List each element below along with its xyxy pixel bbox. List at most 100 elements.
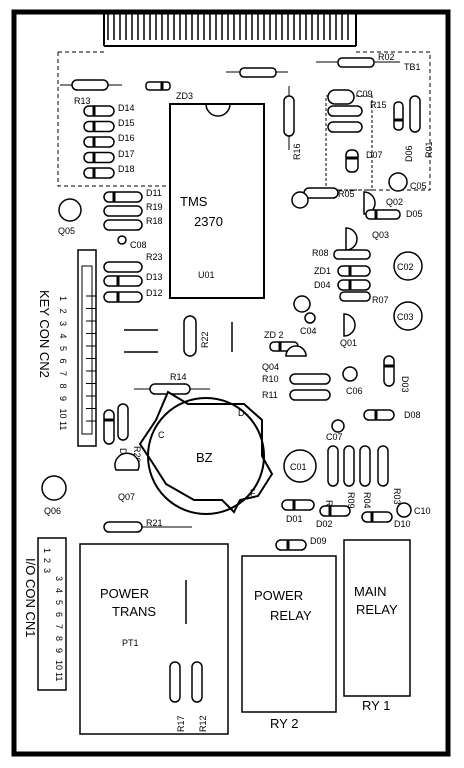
ic-part: 2370 (194, 214, 223, 229)
label-d15: D15 (118, 118, 135, 128)
transistor-top-r07 (293, 295, 311, 313)
main-relay-line1: MAIN (354, 584, 387, 599)
resistor-r06 (327, 445, 339, 487)
diode-d03 (383, 355, 395, 387)
capacitor-c02 (393, 251, 423, 281)
diode-stack (83, 105, 115, 179)
dashed-area-left (57, 51, 170, 187)
io-pin-label-left: 2 (42, 558, 52, 563)
transistor-q01 (343, 313, 356, 337)
label-c09: C09 (356, 89, 373, 99)
resistor-r03 (377, 445, 389, 487)
power-trans-line2: TRANS (112, 604, 156, 619)
transistor-q05-top (291, 191, 309, 209)
label-c08: C08 (130, 240, 147, 250)
io-connector-body (37, 537, 67, 691)
capacitor-c01 (283, 449, 317, 483)
power-relay-block (241, 555, 337, 713)
label-d16: D16 (118, 133, 135, 143)
label-zd1: ZD1 (314, 266, 331, 276)
label-r22: R22 (200, 331, 210, 348)
label-d03: D03 (400, 376, 410, 393)
key-pin-label: 4 (58, 334, 68, 339)
key-connector-inner (81, 265, 93, 435)
label-q07: Q07 (118, 492, 135, 502)
io-pin-label-bottom: 8 (54, 636, 64, 641)
power-trans-block (79, 543, 229, 735)
capacitor-c05 (388, 172, 408, 192)
key-pin-label: 9 (58, 396, 68, 401)
label-c10: C10 (414, 506, 431, 516)
resistor-r20 (117, 403, 129, 441)
resistor-r07 (339, 291, 371, 302)
diode-stack-item (83, 105, 115, 117)
transistor-q04 (285, 345, 307, 357)
diode-zd1 (337, 265, 371, 277)
resistor-r01 (409, 95, 421, 133)
edge-connector (103, 12, 357, 47)
label-r03: R03 (392, 488, 402, 505)
main-relay-block (343, 539, 411, 697)
label-d02: D02 (316, 519, 333, 529)
label-r05: R05 (338, 189, 355, 199)
buzzer-disc (147, 397, 265, 515)
key-connector-title: KEY CON CN2 (37, 290, 52, 378)
diode-d09 (275, 539, 307, 551)
diode-d11 (103, 191, 143, 203)
label-r11: R11 (262, 390, 278, 400)
transistor-q07 (114, 452, 140, 471)
diode-zd3 (145, 81, 171, 91)
diode-d04 (337, 279, 371, 291)
io-pin-label-bottom: 6 (54, 612, 64, 617)
io-pin-label-bottom: 7 (54, 624, 64, 629)
key-pin-label: 6 (58, 359, 68, 364)
label-r23: R23 (146, 252, 163, 262)
dashed-area-right (330, 51, 431, 191)
key-pin-label: 5 (58, 346, 68, 351)
capacitor-c09 (327, 89, 355, 105)
diode-d10 (361, 511, 393, 523)
resistor-r12 (191, 661, 203, 703)
label-q02: Q02 (386, 197, 403, 207)
buzzer-pin-c: C (158, 430, 165, 440)
io-pin-label-bottom: 9 (54, 648, 64, 653)
label-r12: R12 (198, 715, 208, 732)
capacitor-c07 (331, 419, 345, 433)
label-d12: D12 (146, 288, 163, 298)
label-c07: C07 (326, 432, 343, 442)
capacitor-c03 (393, 301, 423, 331)
label-d18: D18 (118, 164, 135, 174)
label-d14: D14 (118, 103, 135, 113)
label-r19: R19 (146, 202, 163, 212)
resistor-r15 (327, 105, 363, 117)
label-d08: D08 (404, 410, 421, 420)
resistor-r16 (283, 95, 295, 137)
power-relay-line1: POWER (254, 588, 303, 603)
label-d07: D07 (366, 150, 383, 160)
label-zd2: ZD 2 (264, 330, 284, 340)
buzzer-pin-d: D (238, 408, 245, 418)
io-pin-label-bottom: 4 (54, 588, 64, 593)
label-d06: D06 (404, 145, 414, 162)
resistor-r09 (343, 445, 355, 487)
diode-d08 (363, 409, 395, 421)
label-d13: D13 (146, 272, 163, 282)
resistor-r11 (289, 389, 331, 401)
diode-d02 (319, 505, 351, 517)
power-trans-line1: POWER (100, 586, 149, 601)
board-outline (11, 9, 451, 757)
label-c01: C01 (290, 462, 307, 472)
label-tb1: TB1 (404, 62, 421, 72)
diode-stack-item (83, 120, 115, 133)
capacitor-c06 (342, 366, 358, 382)
label-r16: R16 (292, 143, 302, 160)
label-q06: Q06 (44, 506, 61, 516)
key-connector-body (77, 249, 97, 447)
label-r15: R15 (370, 100, 387, 110)
key-pin-label: 3 (58, 321, 68, 326)
label-q05: Q05 (58, 226, 75, 236)
key-pin-label: 7 (58, 371, 68, 376)
diode-d12 (103, 291, 143, 303)
label-d04: D04 (314, 280, 331, 290)
